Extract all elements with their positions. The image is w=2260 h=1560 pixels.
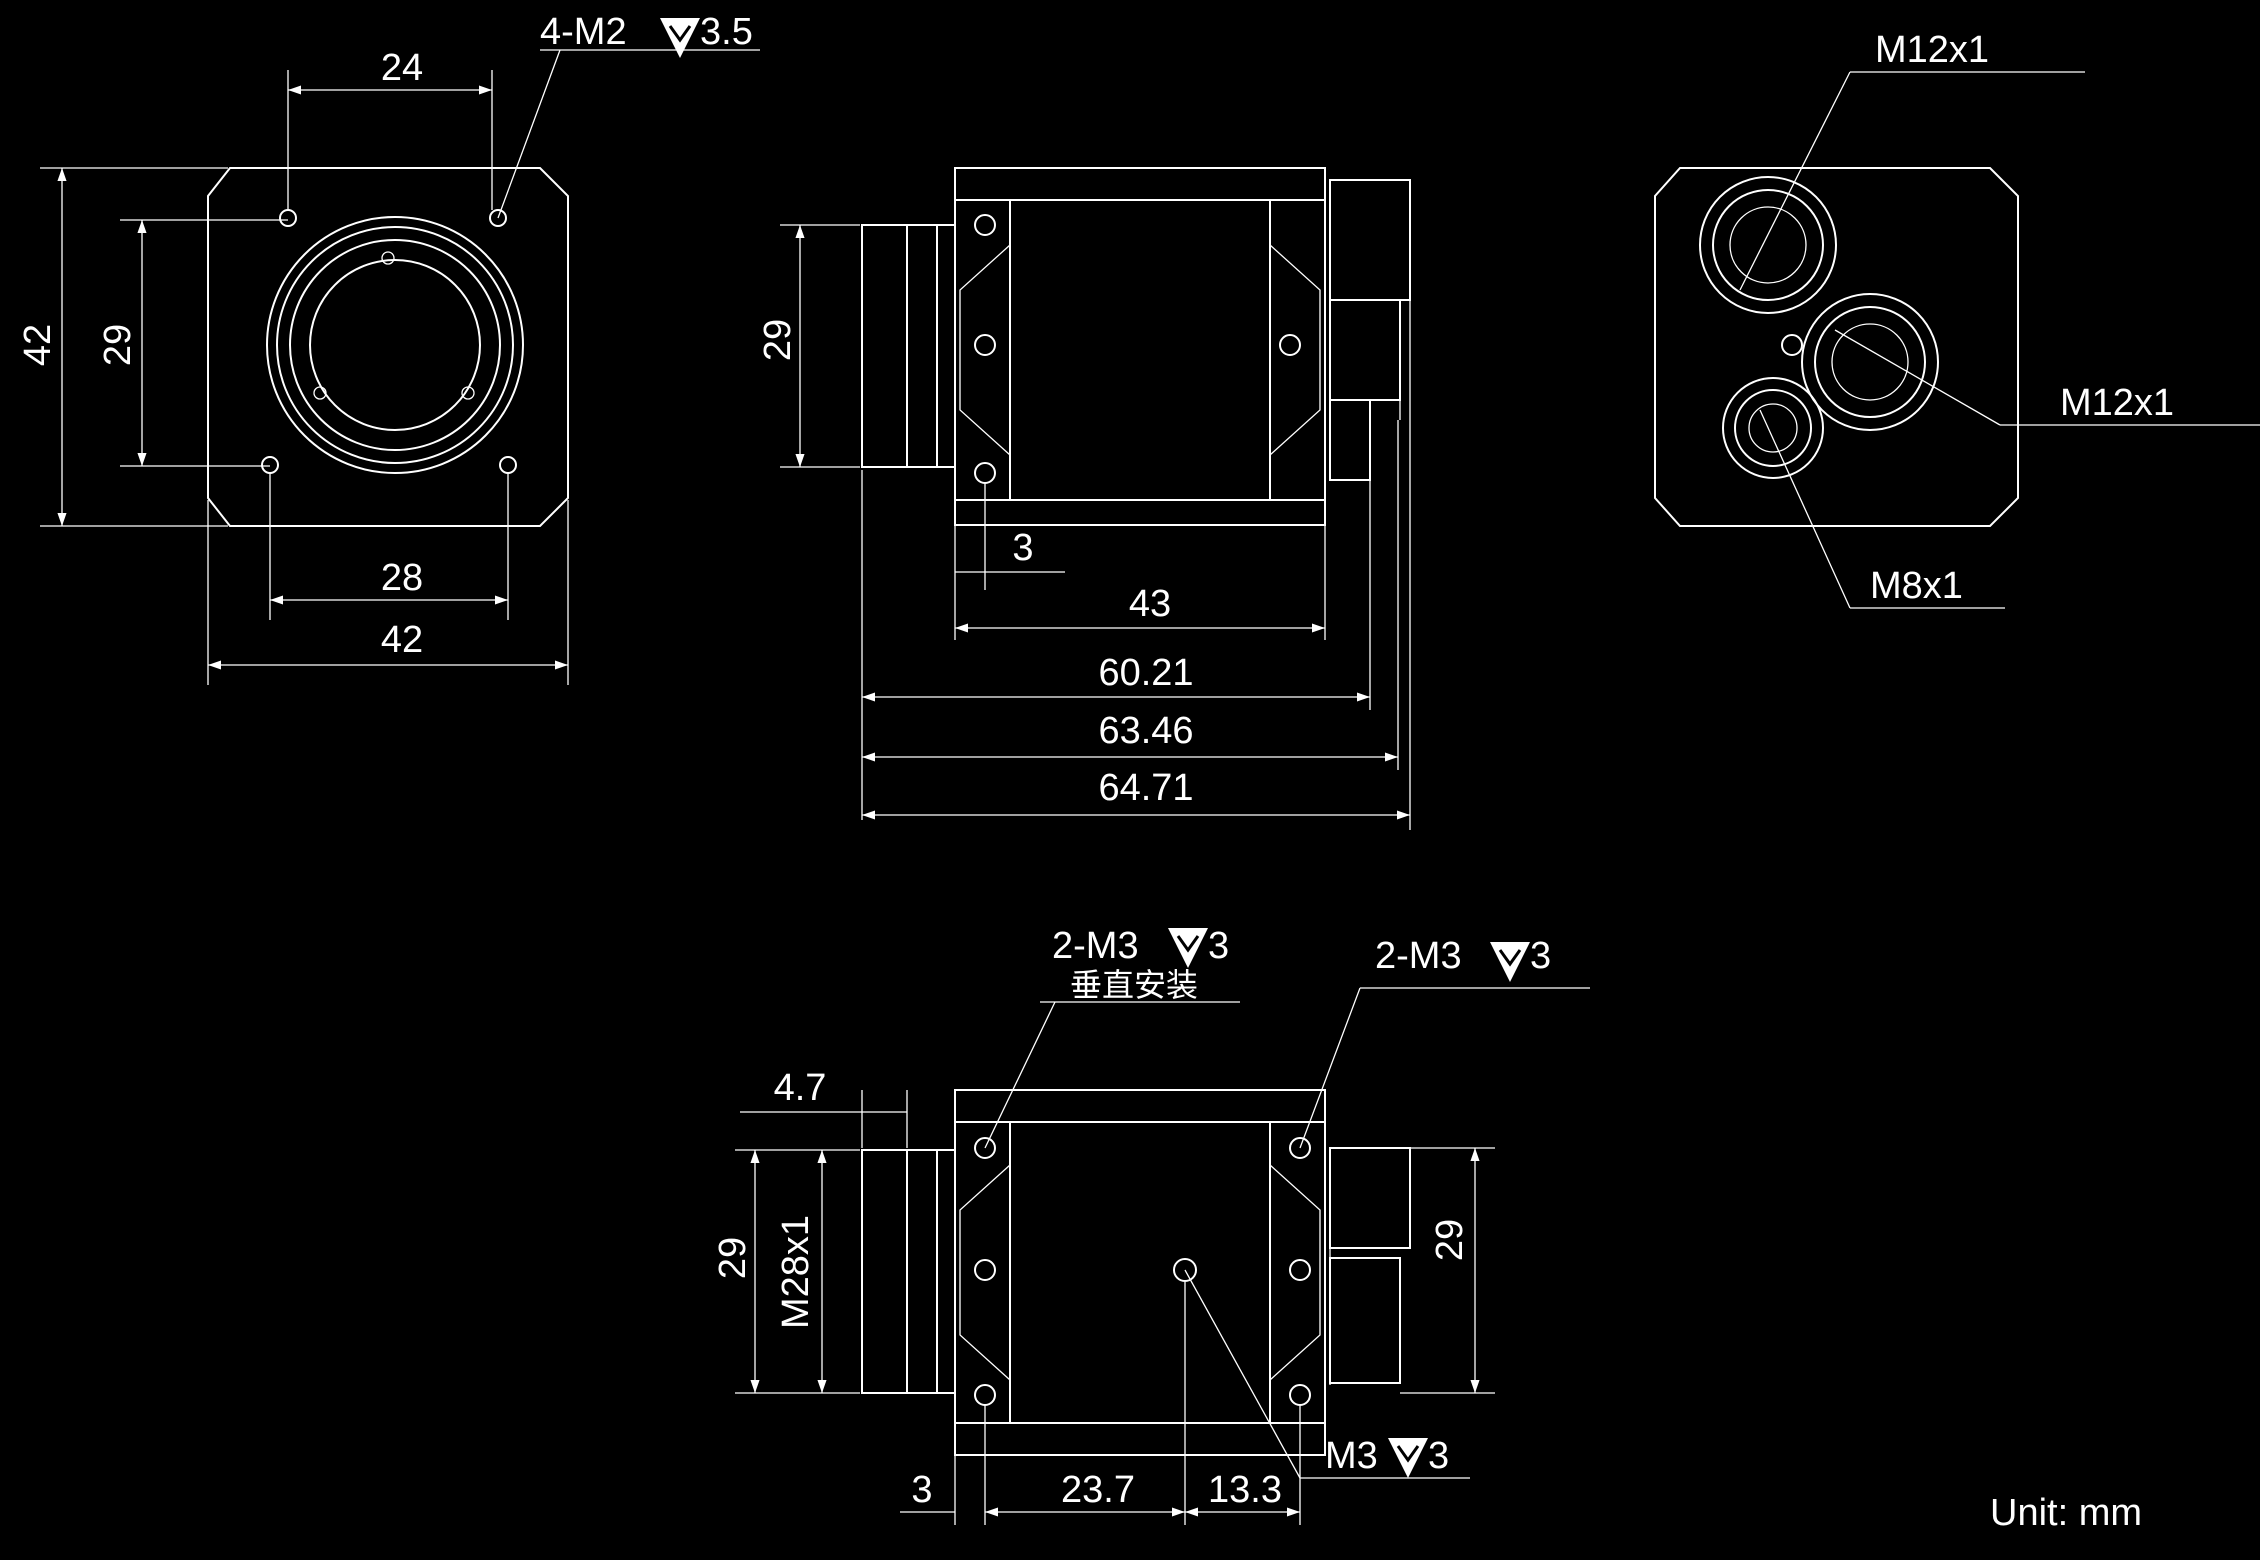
- rear-connector-top: M12x1: [1875, 29, 1989, 71]
- front-bottom-width-outer: 42: [381, 619, 423, 661]
- rear-connector-right: M12x1: [2060, 382, 2174, 424]
- side-length-2: 63.46: [1098, 710, 1193, 752]
- unit-label: Unit: mm: [1990, 1492, 2142, 1534]
- depth-symbol-icon: [1388, 1438, 1428, 1478]
- bottom-flange-width: 4.7: [774, 1067, 827, 1109]
- bottom-note-right-prefix: 2-M3: [1375, 935, 1462, 977]
- bottom-height-left: 29: [712, 1237, 754, 1279]
- front-height-outer: 42: [17, 324, 59, 366]
- front-height-inner: 29: [97, 324, 139, 366]
- rear-connector-bottom: M8x1: [1870, 565, 1963, 607]
- bottom-view: 2-M3 3 垂直安装 2-M3 3 4.7 29 M28x1: [712, 925, 1590, 1525]
- side-length-1: 60.21: [1098, 652, 1193, 694]
- side-view: 29 3 43 60.21 63.46 64.71: [757, 167, 1411, 830]
- depth-symbol-icon: [660, 18, 700, 58]
- bottom-center-hole-suffix: 3: [1428, 1435, 1449, 1477]
- bottom-offset: 3: [911, 1469, 932, 1511]
- bottom-center-hole-prefix: M3: [1325, 1435, 1378, 1477]
- front-thread-note-suffix: 3.5: [700, 11, 753, 53]
- rear-view: M12x1 M12x1 M8x1: [1654, 29, 2260, 609]
- bottom-note-left-sub: 垂直安装: [1070, 967, 1198, 1003]
- depth-symbol-icon: [1490, 942, 1530, 982]
- front-bottom-width-inner: 28: [381, 557, 423, 599]
- front-top-width: 24: [381, 47, 423, 89]
- side-offset: 3: [1012, 527, 1033, 569]
- bottom-note-left-suffix: 3: [1208, 925, 1229, 967]
- bottom-thread-label: M28x1: [775, 1215, 817, 1329]
- bottom-note-left-prefix: 2-M3: [1052, 925, 1139, 967]
- bottom-height-right: 29: [1429, 1219, 1471, 1261]
- front-view: 24 4-M2 3.5 42 29 28 42: [17, 11, 760, 685]
- bottom-note-right-suffix: 3: [1530, 935, 1551, 977]
- side-length-3: 64.71: [1098, 767, 1193, 809]
- bottom-span-1: 23.7: [1061, 1469, 1135, 1511]
- front-thread-note-prefix: 4-M2: [540, 11, 627, 53]
- bottom-span-2: 13.3: [1208, 1469, 1282, 1511]
- side-body-length: 43: [1129, 583, 1171, 625]
- side-height: 29: [757, 319, 799, 361]
- depth-symbol-icon: [1168, 928, 1208, 968]
